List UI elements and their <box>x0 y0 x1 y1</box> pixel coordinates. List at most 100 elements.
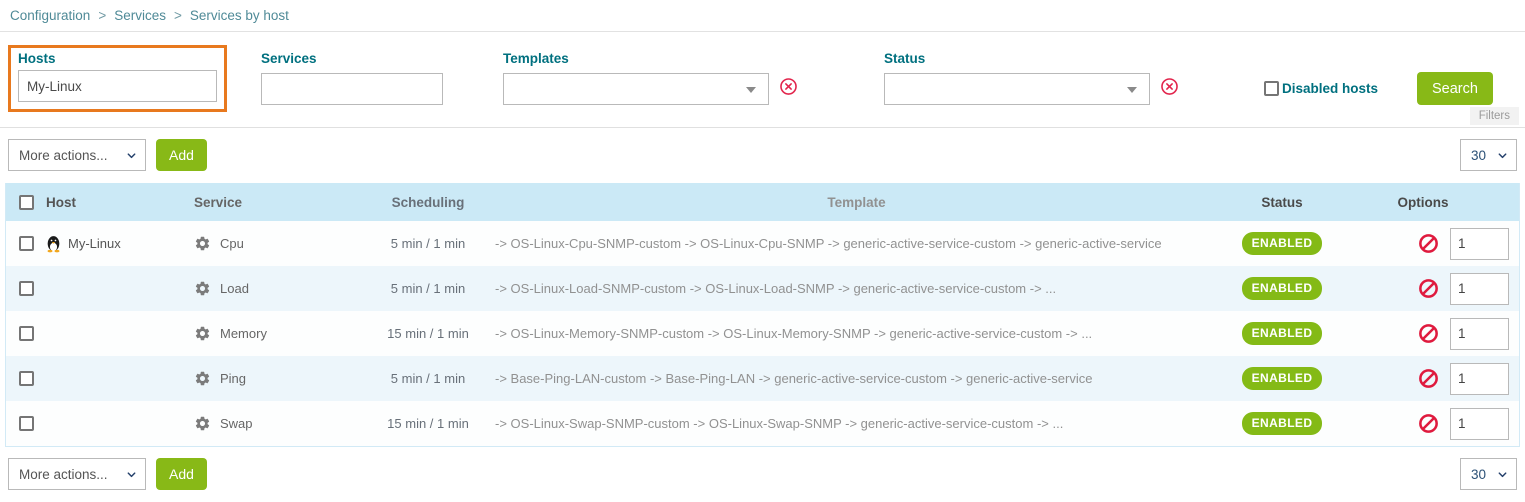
status-badge: ENABLED <box>1241 412 1323 435</box>
gear-icon <box>194 415 211 432</box>
status-cell: ENABLED <box>1227 322 1337 345</box>
table-row: My-Linux Cpu 5 min / 1 min -> OS-Linux-C… <box>6 221 1519 266</box>
service-name[interactable]: Ping <box>220 371 247 386</box>
breadcrumb-services[interactable]: Services <box>114 8 166 23</box>
service-name[interactable]: Cpu <box>220 236 244 251</box>
row-checkbox[interactable] <box>19 236 34 251</box>
header-status[interactable]: Status <box>1261 194 1303 210</box>
status-badge: ENABLED <box>1241 367 1323 390</box>
scheduling-cell: 5 min / 1 min <box>390 236 466 251</box>
select-all-checkbox[interactable] <box>19 194 34 210</box>
service-name[interactable]: Swap <box>220 416 253 431</box>
template-cell: -> OS-Linux-Load-SNMP-custom -> OS-Linux… <box>495 281 1057 296</box>
templates-clear-icon[interactable] <box>779 77 798 96</box>
more-actions-select-wrap: More actions... <box>8 139 146 171</box>
status-filter-label: Status <box>884 51 926 66</box>
dropdown-caret-icon <box>1127 87 1137 93</box>
templates-filter-label: Templates <box>503 51 569 66</box>
breadcrumb-configuration[interactable]: Configuration <box>10 8 91 23</box>
page-size-select[interactable]: 30 <box>1460 458 1517 490</box>
row-checkbox[interactable] <box>19 371 34 386</box>
duplicate-count-input[interactable] <box>1450 317 1509 350</box>
disable-icon[interactable] <box>1418 413 1439 434</box>
disable-icon[interactable] <box>1418 278 1439 299</box>
gear-icon <box>194 235 211 252</box>
status-cell: ENABLED <box>1227 367 1337 390</box>
filters-tag: Filters <box>1469 107 1519 125</box>
duplicate-count-input[interactable] <box>1450 272 1509 305</box>
dropdown-caret-icon <box>746 87 756 93</box>
duplicate-count-input[interactable] <box>1450 227 1509 260</box>
template-cell: -> Base-Ping-LAN-custom -> Base-Ping-LAN… <box>495 371 1093 386</box>
scheduling-cell: 5 min / 1 min <box>390 281 466 296</box>
breadcrumb-separator: > <box>173 8 182 23</box>
status-badge: ENABLED <box>1241 277 1323 300</box>
add-button[interactable]: Add <box>156 139 207 171</box>
row-checkbox-cell <box>6 371 46 386</box>
service-name[interactable]: Memory <box>220 326 267 341</box>
hosts-filter-input[interactable] <box>18 70 217 102</box>
search-button[interactable]: Search <box>1417 72 1493 105</box>
select-all-checkbox-cell <box>6 194 46 210</box>
status-badge: ENABLED <box>1241 322 1323 345</box>
service-cell: Load <box>194 280 370 297</box>
templates-dropdown[interactable] <box>503 73 769 105</box>
scheduling-cell: 15 min / 1 min <box>387 326 469 341</box>
page-size-select-wrap: 30 <box>1460 458 1517 490</box>
host-name[interactable]: My-Linux <box>68 236 121 251</box>
more-actions-select[interactable]: More actions... <box>8 458 146 490</box>
header-service[interactable]: Service <box>194 194 243 210</box>
disable-icon[interactable] <box>1418 233 1439 254</box>
service-cell: Memory <box>194 325 370 342</box>
disable-icon[interactable] <box>1418 368 1439 389</box>
row-checkbox[interactable] <box>19 281 34 296</box>
gear-icon <box>194 370 211 387</box>
row-checkbox-cell <box>6 416 46 431</box>
duplicate-count-input[interactable] <box>1450 407 1509 440</box>
hosts-filter-highlighted: Hosts <box>8 45 227 112</box>
table-row: Swap 15 min / 1 min -> OS-Linux-Swap-SNM… <box>6 401 1519 446</box>
table-header-row: Host Service Scheduling Template Status … <box>6 183 1519 221</box>
header-scheduling[interactable]: Scheduling <box>391 194 465 210</box>
options-cell <box>1337 362 1519 395</box>
services-table: Host Service Scheduling Template Status … <box>5 183 1520 447</box>
status-clear-icon[interactable] <box>1160 77 1179 96</box>
table-row: Load 5 min / 1 min -> OS-Linux-Load-SNMP… <box>6 266 1519 311</box>
service-cell: Ping <box>194 370 370 387</box>
row-checkbox-cell <box>6 236 46 251</box>
services-filter: Services <box>261 51 443 105</box>
page-size-select[interactable]: 30 <box>1460 139 1517 171</box>
duplicate-count-input[interactable] <box>1450 362 1509 395</box>
header-host[interactable]: Host <box>46 194 76 210</box>
status-cell: ENABLED <box>1227 277 1337 300</box>
disabled-hosts-label: Disabled hosts <box>1282 81 1379 96</box>
row-checkbox[interactable] <box>19 326 34 341</box>
services-filter-input[interactable] <box>261 73 443 105</box>
more-actions-select[interactable]: More actions... <box>8 139 146 171</box>
table-row: Ping 5 min / 1 min -> Base-Ping-LAN-cust… <box>6 356 1519 401</box>
table-row: Memory 15 min / 1 min -> OS-Linux-Memory… <box>6 311 1519 356</box>
add-button[interactable]: Add <box>156 458 207 490</box>
options-cell <box>1337 407 1519 440</box>
status-cell: ENABLED <box>1227 412 1337 435</box>
header-template: Template <box>827 194 886 210</box>
service-cell: Cpu <box>194 235 370 252</box>
service-name[interactable]: Load <box>220 281 249 296</box>
scheduling-cell: 15 min / 1 min <box>387 416 469 431</box>
breadcrumb-services-by-host[interactable]: Services by host <box>189 8 289 23</box>
services-filter-label: Services <box>261 51 317 66</box>
more-actions-select-wrap: More actions... <box>8 458 146 490</box>
status-cell: ENABLED <box>1227 232 1337 255</box>
templates-filter: Templates <box>503 51 797 105</box>
disable-icon[interactable] <box>1418 323 1439 344</box>
breadcrumb-separator: > <box>98 8 107 23</box>
row-checkbox[interactable] <box>19 416 34 431</box>
disabled-hosts-checkbox[interactable] <box>1264 81 1279 96</box>
breadcrumb: Configuration > Services > Services by host <box>0 0 1525 31</box>
template-cell: -> OS-Linux-Memory-SNMP-custom -> OS-Lin… <box>495 326 1093 341</box>
page-size-select-wrap: 30 <box>1460 139 1517 171</box>
scheduling-cell: 5 min / 1 min <box>390 371 466 386</box>
status-dropdown[interactable] <box>884 73 1150 105</box>
host-cell: My-Linux <box>46 235 194 253</box>
